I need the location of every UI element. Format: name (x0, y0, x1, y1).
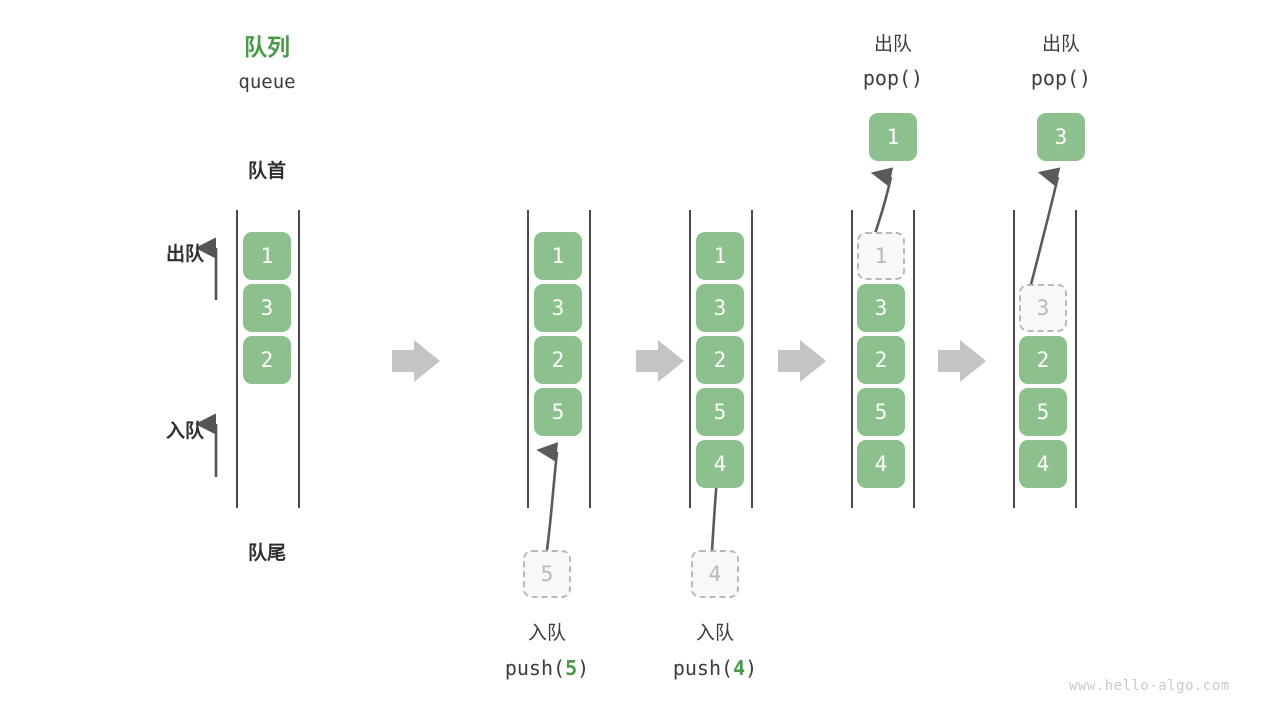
pop-3-label-code: pop() (1030, 66, 1092, 90)
rail-left (527, 210, 529, 508)
page-title: 队列 (244, 34, 290, 60)
push-4-label-cn: 入队 (695, 623, 734, 644)
pop-3-arrow (1027, 167, 1061, 293)
queue-cell: 1 (534, 232, 582, 280)
queue-cell: 3 (857, 284, 905, 332)
queue-cell: 4 (696, 440, 744, 488)
step-arrow-1 (392, 340, 440, 382)
queue-cell: 2 (534, 336, 582, 384)
rail-left (236, 210, 238, 508)
rail-left (689, 210, 691, 508)
step-arrow-4 (938, 340, 986, 382)
rail-left (851, 210, 853, 508)
rail-right (913, 210, 915, 508)
dequeue-label: 出队 (165, 244, 204, 265)
queue-cell: 1 (243, 232, 291, 280)
queue-cell: 3 (696, 284, 744, 332)
queue-cell: 4 (857, 440, 905, 488)
step-arrow-3 (778, 340, 826, 382)
popped-cell: 3 (1037, 113, 1085, 161)
queue-cell: 2 (1019, 336, 1067, 384)
push-4-prefix: push( (672, 656, 734, 680)
rail-right (589, 210, 591, 508)
push-5-label-cn: 入队 (527, 623, 566, 644)
pop-1-arrow (870, 167, 894, 241)
push-5-arrow (536, 442, 559, 551)
tail-label: 队尾 (247, 543, 286, 564)
pending-cell: 5 (523, 550, 571, 598)
queue-cell: 4 (1019, 440, 1067, 488)
popped-slot-ghost: 3 (1019, 284, 1067, 332)
watermark: www.hello-algo.com (1069, 678, 1230, 694)
rail-right (751, 210, 753, 508)
pending-cell: 4 (691, 550, 739, 598)
pop-1-label-code: pop() (862, 66, 924, 90)
pop-3-label-cn: 出队 (1041, 34, 1080, 55)
queue-cell: 3 (534, 284, 582, 332)
page-title-code: queue (238, 71, 296, 93)
popped-slot-ghost: 1 (857, 232, 905, 280)
push-5-suffix: ) (577, 656, 590, 680)
queue-cell: 5 (534, 388, 582, 436)
push-4-label-code: push(4) (655, 656, 775, 681)
push-4-num: 4 (733, 656, 746, 680)
queue-cell: 2 (857, 336, 905, 384)
head-label: 队首 (247, 161, 286, 182)
rail-left (1013, 210, 1015, 508)
push-5-label-code: push(5) (487, 656, 607, 681)
queue-cell: 5 (1019, 388, 1067, 436)
push-5-num: 5 (565, 656, 578, 680)
queue-cell: 5 (857, 388, 905, 436)
rail-right (1075, 210, 1077, 508)
push-5-prefix: push( (504, 656, 566, 680)
step-arrow-2 (636, 340, 684, 382)
rail-right (298, 210, 300, 508)
queue-cell: 3 (243, 284, 291, 332)
pop-1-label-cn: 出队 (873, 34, 912, 55)
queue-cell: 5 (696, 388, 744, 436)
push-4-suffix: ) (745, 656, 758, 680)
queue-cell: 2 (243, 336, 291, 384)
queue-cell: 1 (696, 232, 744, 280)
popped-cell: 1 (869, 113, 917, 161)
enqueue-label: 入队 (165, 421, 204, 442)
queue-cell: 2 (696, 336, 744, 384)
